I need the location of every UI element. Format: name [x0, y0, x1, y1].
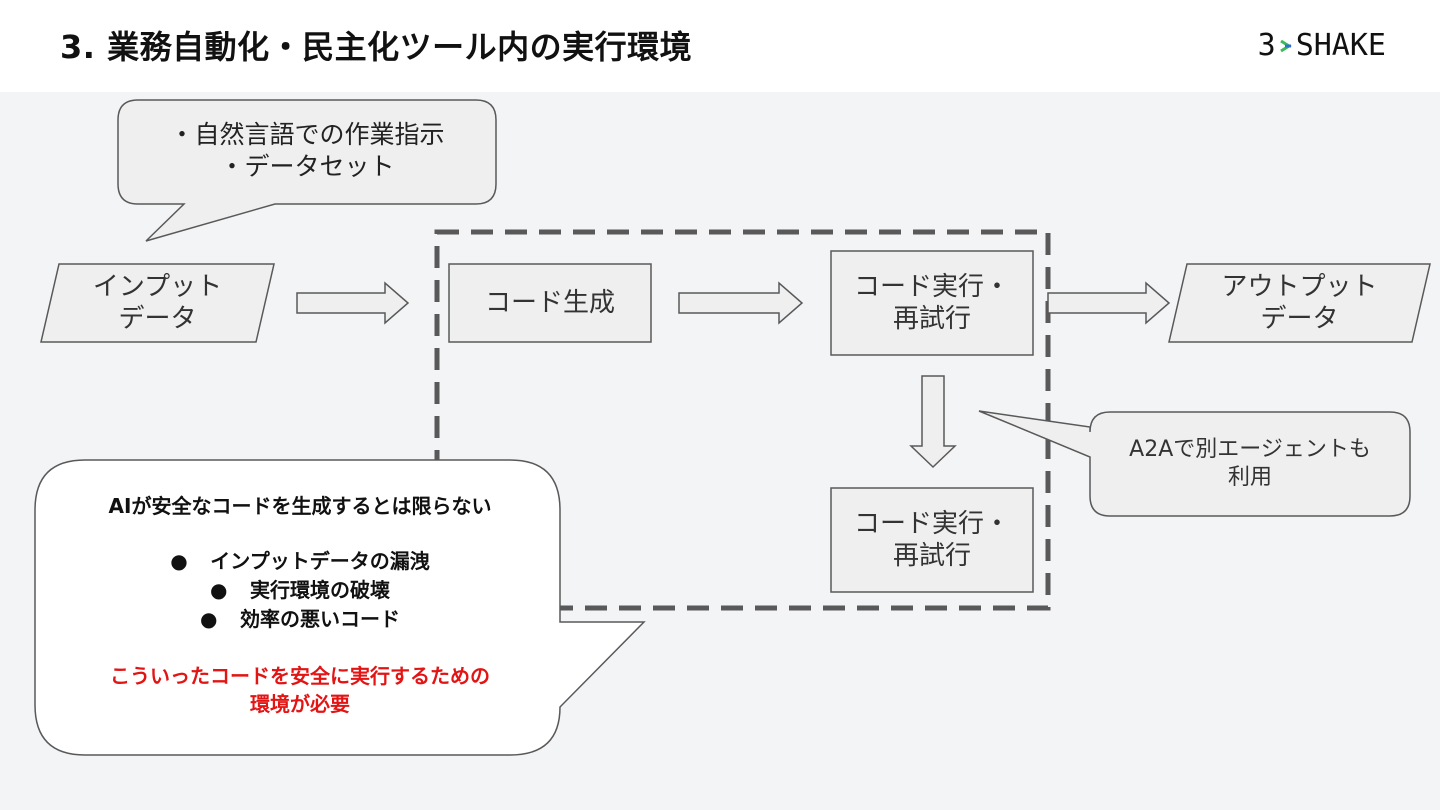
arrow-codegen-to-exec [678, 281, 804, 325]
exec-2-line1: コード実行・ [853, 509, 1010, 539]
warning-conclusion-line1: こういったコードを安全に実行するための [110, 664, 490, 688]
warning-bullet-text: 効率の悪いコード [240, 607, 400, 631]
arrow-exec-down [909, 375, 957, 469]
arrow-input-to-codegen [296, 281, 410, 325]
exec-box-1 [830, 250, 1034, 356]
warning-bullet-text: インプットデータの漏洩 [210, 549, 430, 573]
bullet-dot: ● [200, 607, 218, 631]
input-bubble-text: ・自然言語での作業指示 ・データセット [118, 118, 496, 184]
input-data-line2: データ [118, 304, 197, 334]
output-data-label: アウトプット データ [1178, 268, 1421, 338]
warning-conclusion-line2: 環境が必要 [250, 692, 350, 716]
code-gen-box [448, 263, 652, 343]
exec-1-line1: コード実行・ [853, 272, 1010, 302]
a2a-note-line1: A2Aで別エージェントも [1129, 437, 1371, 462]
exec-2-label: コード実行・ 再試行 [831, 488, 1033, 592]
input-bubble-line1: ・自然言語での作業指示 [169, 120, 445, 149]
warning-bullet: ● 実行環境の破壊 [40, 576, 560, 605]
header-bar: 3. 業務自動化・民主化ツール内の実行環境 3 SHAKE [0, 0, 1440, 92]
input-speech-bubble [117, 99, 497, 242]
input-bubble-line2: ・データセット [219, 152, 395, 181]
warning-bullet: ● 効率の悪いコード [40, 605, 560, 634]
a2a-note-label: A2Aで別エージェントも 利用 [1090, 412, 1410, 516]
brand-logo: 3 SHAKE [1258, 28, 1386, 63]
warning-bullet-text: 実行環境の破壊 [250, 578, 390, 602]
logo-chevron-icon [1279, 39, 1292, 52]
warning-heading: AIが安全なコードを生成するとは限らない [108, 494, 492, 518]
output-data-line1: アウトプット [1221, 272, 1378, 302]
input-data-label: インプット データ [50, 268, 265, 338]
exec-2-line2: 再試行 [892, 541, 971, 571]
bullet-dot: ● [170, 549, 188, 573]
warning-callout [34, 459, 646, 756]
input-data-line1: インプット [92, 272, 223, 302]
logo-text-right: SHAKE [1295, 28, 1386, 63]
exec-1-label: コード実行・ 再試行 [831, 251, 1033, 355]
code-gen-label: コード生成 [484, 288, 615, 318]
output-data-shape [1168, 263, 1431, 343]
a2a-callout [978, 410, 1411, 517]
logo-text-left: 3 [1257, 28, 1276, 63]
exec-box-2 [830, 487, 1034, 593]
arrow-exec-to-output [1047, 281, 1171, 325]
warning-conclusion: こういったコードを安全に実行するための 環境が必要 [40, 662, 560, 718]
bullet-dot: ● [210, 578, 228, 602]
input-data-shape [40, 263, 275, 343]
execution-boundary [434, 229, 1051, 611]
warning-bullet: ● インプットデータの漏洩 [40, 547, 560, 576]
a2a-note-line2: 利用 [1227, 465, 1272, 490]
output-data-line2: データ [1260, 304, 1339, 334]
page-title: 3. 業務自動化・民主化ツール内の実行環境 [60, 28, 693, 66]
exec-1-line2: 再試行 [892, 304, 971, 334]
warning-text: AIが安全なコードを生成するとは限らない ● インプットデータの漏洩 ● 実行環境の… [40, 490, 560, 718]
